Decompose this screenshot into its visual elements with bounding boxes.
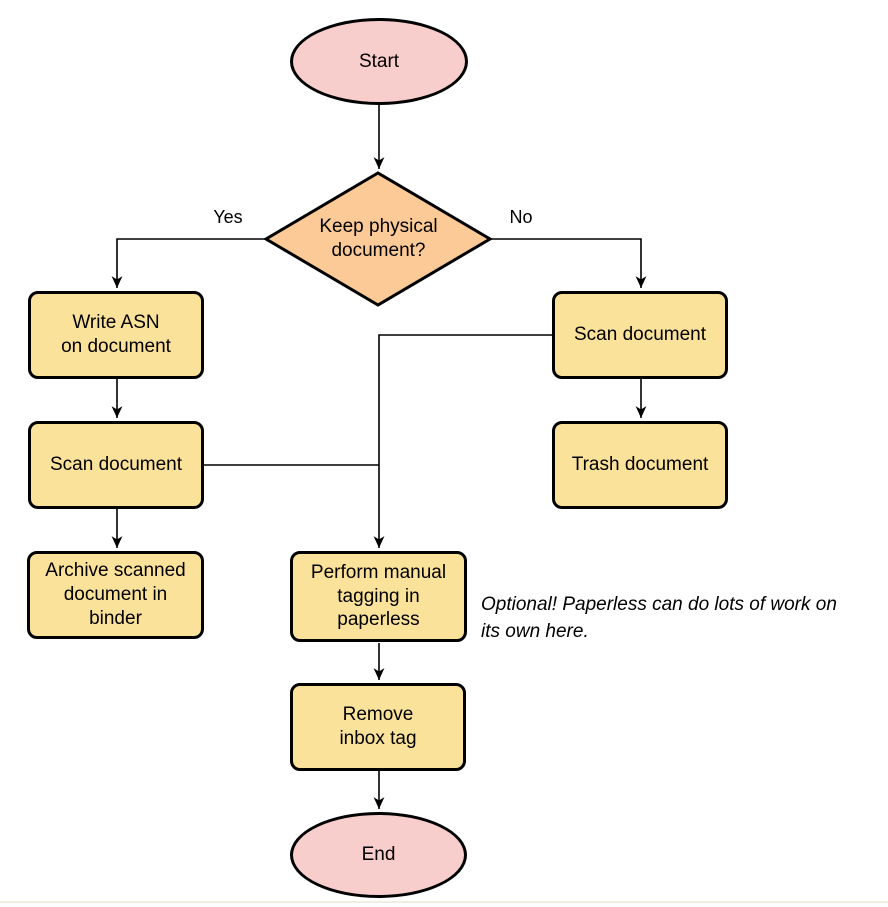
edge-decision-yes-to-write-asn (111, 238, 266, 288)
decision-diamond-shape (263, 171, 493, 307)
node-label: Trash document (571, 454, 709, 476)
node-archive-in-binder: Archive scanned document in binder (27, 551, 204, 639)
node-decision: Keep physical document? (278, 201, 479, 277)
node-remove-inbox-tag: Remove inbox tag (290, 683, 466, 771)
node-end: End (290, 812, 467, 898)
node-label: Scan document (49, 454, 183, 476)
node-manual-tagging: Perform manual tagging in paperless (290, 551, 467, 642)
node-start: Start (290, 18, 468, 105)
node-label: Archive scanned document in binder (45, 560, 186, 629)
node-label: Write ASN on document (61, 312, 171, 357)
edge-decision-no-to-scan-right (490, 238, 647, 288)
node-label: Scan document (573, 324, 707, 346)
node-write-asn: Write ASN on document (28, 291, 204, 379)
node-scan-document-right: Scan document (552, 291, 728, 379)
annotation-note: Optional! Paperless can do lots of work … (481, 594, 837, 642)
node-scan-document-left: Scan document (28, 421, 204, 509)
edge-label-yes: Yes (213, 207, 243, 227)
node-label: Remove inbox tag (339, 704, 417, 749)
canvas-bottom-edge (0, 901, 888, 903)
node-label: Keep physical document? (319, 216, 438, 261)
node-trash-document: Trash document (552, 421, 728, 509)
node-label: Perform manual tagging in paperless (310, 561, 447, 631)
node-label: End (361, 844, 396, 866)
edge-label-no: No (509, 207, 533, 227)
node-label: Start (358, 50, 400, 72)
edge-scan-right-to-tagging (373, 334, 552, 548)
